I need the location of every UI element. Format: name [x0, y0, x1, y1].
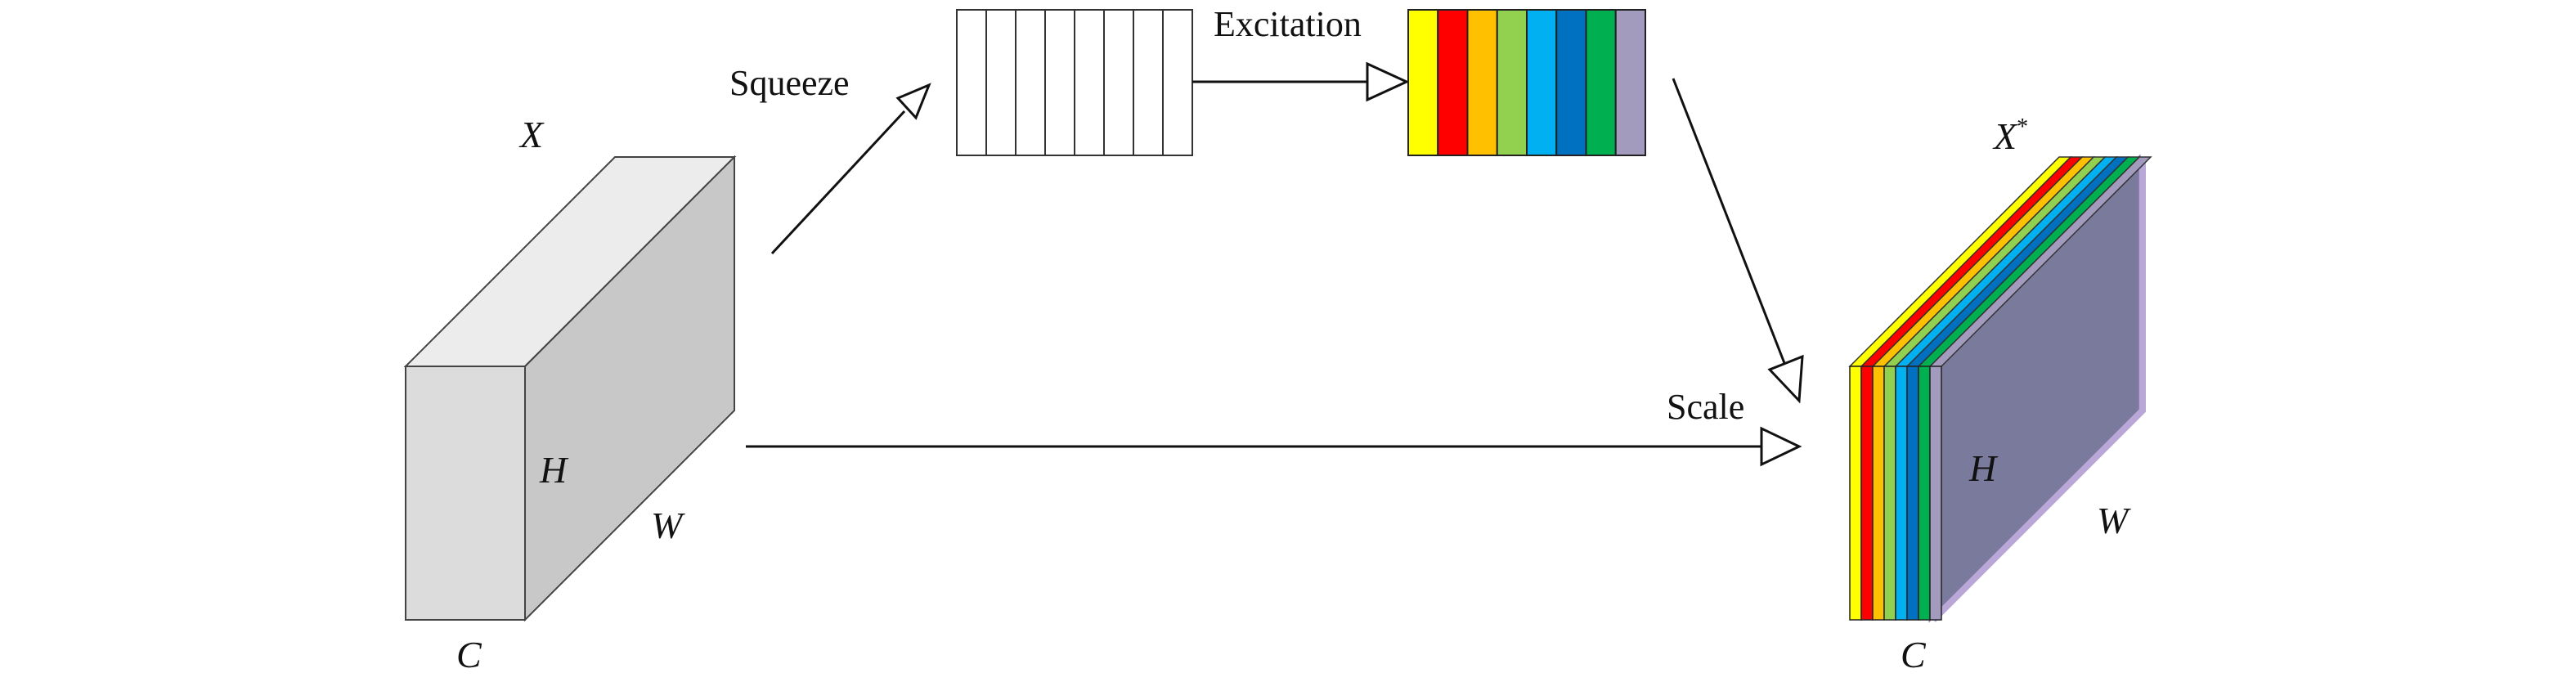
excitation-label: Excitation	[1214, 4, 1362, 44]
excitation-to-scale-arrow	[1672, 78, 1804, 404]
excitation-arrow	[1192, 61, 1410, 102]
output-height-label: H	[1968, 447, 1999, 489]
squeeze-label: Squeeze	[729, 63, 850, 103]
excitation-cell	[1466, 9, 1498, 156]
excitation-cell	[1555, 9, 1587, 156]
output-channel-label: C	[1901, 634, 1927, 675]
excitation-vector	[1407, 9, 1646, 156]
excitation-cell	[1585, 9, 1617, 156]
excitation-cell	[1437, 9, 1469, 156]
squeeze-cell	[1103, 9, 1134, 156]
squeeze-cell	[956, 9, 987, 156]
input-tensor-front-face	[405, 366, 526, 621]
squeeze-arrow	[770, 83, 931, 255]
squeeze-cell	[1015, 9, 1046, 156]
squeeze-cell	[985, 9, 1016, 156]
output-slice-front	[1883, 366, 1896, 621]
input-tensor-name: X	[518, 114, 545, 155]
squeeze-cell	[1162, 9, 1193, 156]
input-height-label: H	[539, 449, 569, 491]
output-slice-front	[1906, 366, 1919, 621]
output-tensor-name: X*	[1992, 114, 2028, 157]
output-tensor-name-superscript: *	[2017, 114, 2028, 140]
squeeze-vector	[956, 9, 1193, 156]
input-width-label: W	[651, 505, 685, 546]
output-tensor-name-main: X	[1992, 115, 2018, 157]
excitation-cell	[1614, 9, 1646, 156]
output-slice-front	[1895, 366, 1908, 621]
excitation-cell	[1496, 9, 1528, 156]
output-slice-front	[1849, 366, 1862, 621]
output-tensor	[1848, 154, 2152, 623]
output-width-label: W	[2097, 500, 2131, 541]
output-slice-front	[1929, 366, 1942, 621]
scale-arrow	[746, 426, 1802, 467]
scale-label: Scale	[1667, 387, 1744, 427]
output-slice-front	[1872, 366, 1885, 621]
excitation-cell	[1407, 9, 1439, 156]
squeeze-cell	[1074, 9, 1105, 156]
input-tensor	[403, 155, 737, 622]
output-tensor-rim	[1931, 157, 2146, 622]
input-channel-label: C	[456, 634, 482, 675]
output-slice-front	[1918, 366, 1931, 621]
output-slice-front	[1860, 366, 1874, 621]
squeeze-cell	[1044, 9, 1075, 156]
squeeze-cell	[1133, 9, 1164, 156]
excitation-cell	[1526, 9, 1558, 156]
